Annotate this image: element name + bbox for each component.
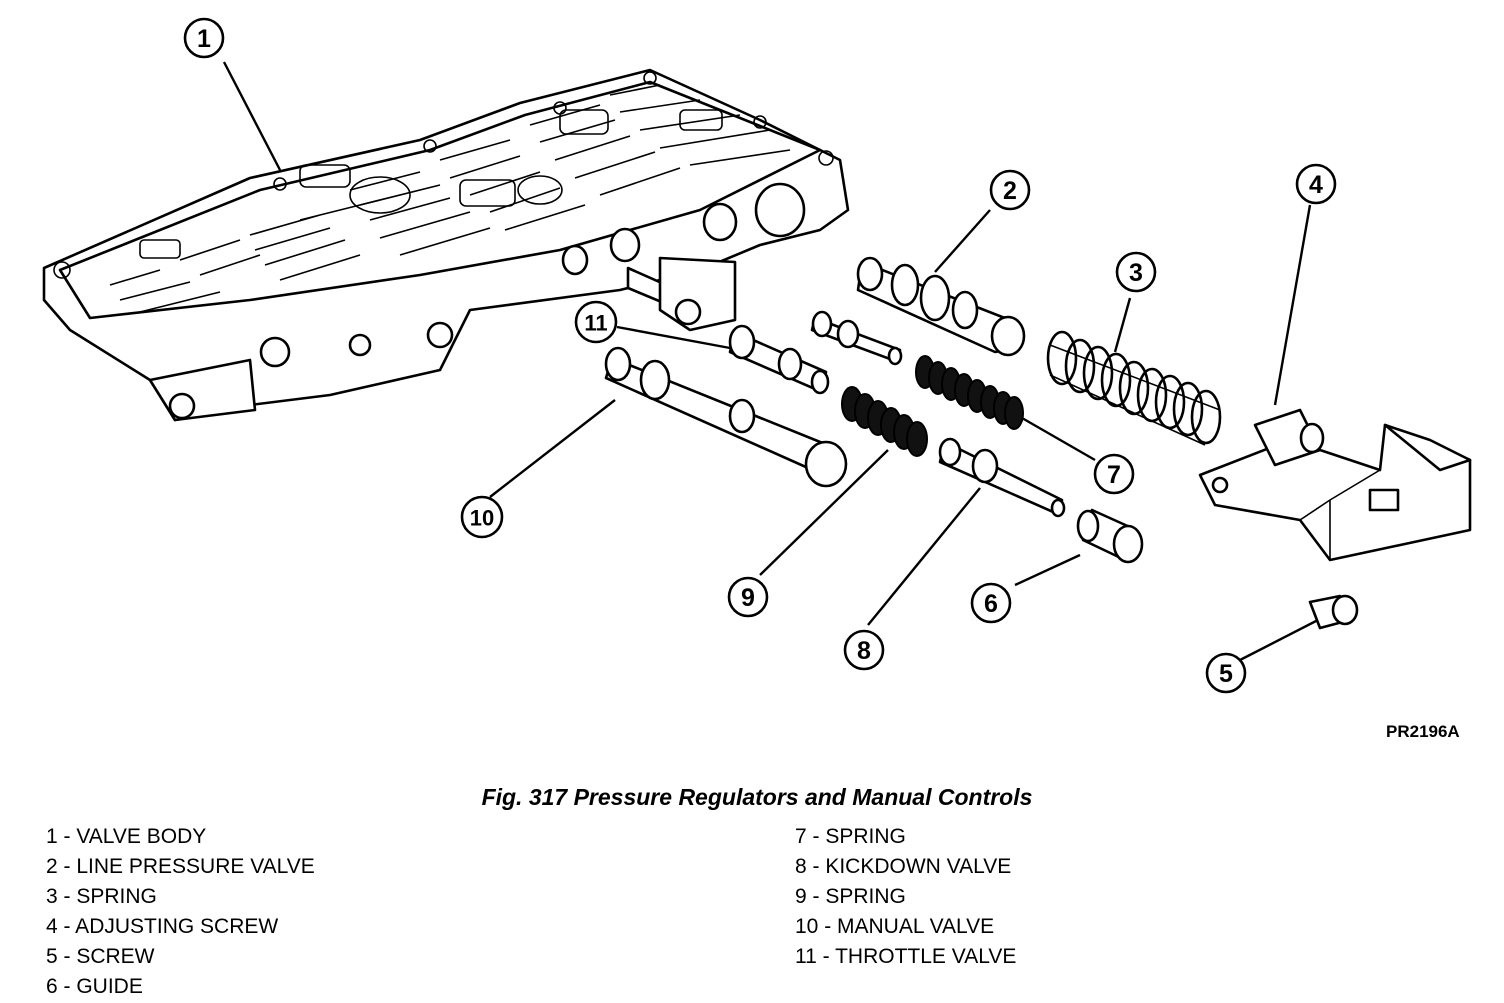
callout-3: 3 (1115, 251, 1157, 293)
callout-10: 10 (460, 495, 504, 539)
svg-text:3: 3 (1129, 259, 1143, 287)
large-spring-illustration (1046, 330, 1222, 446)
line-pressure-valve-illustration (856, 256, 1026, 357)
manual-valve-illustration (604, 346, 848, 488)
figure-id-label: PR2196A (1386, 722, 1460, 741)
leader-9 (759, 449, 889, 576)
leader-2 (934, 209, 991, 273)
figure-caption: Fig. 317 Pressure Regulators and Manual … (481, 784, 1033, 810)
legend-left-column: 1 - VALVE BODY 2 - LINE PRESSURE VALVE 3… (46, 822, 315, 1002)
valve-body-illustration (42, 68, 850, 422)
legend-item: 10 - MANUAL VALVE (795, 915, 995, 938)
leader-lines (222, 61, 1319, 662)
svg-text:4: 4 (1309, 171, 1323, 199)
legend-right-column: 7 - SPRING 8 - KICKDOWN VALVE 9 - SPRING… (795, 822, 1016, 972)
legend-item: 11 - THROTTLE VALVE (795, 945, 1017, 968)
svg-text:2: 2 (1003, 177, 1017, 205)
svg-text:6: 6 (984, 590, 998, 618)
callout-4: 4 (1295, 163, 1337, 205)
screw-illustration (1308, 594, 1359, 630)
leader-5 (1239, 618, 1319, 662)
callout-8: 8 (843, 629, 885, 671)
svg-text:11: 11 (584, 311, 607, 336)
leader-8 (867, 487, 981, 626)
callout-6: 6 (970, 582, 1012, 624)
dark-spring-illustration (841, 386, 928, 457)
leader-3 (1113, 297, 1132, 353)
leader-10 (489, 399, 616, 498)
throttle-valve-illustration (728, 310, 903, 395)
svg-text:8: 8 (857, 637, 871, 665)
callout-1: 1 (183, 17, 225, 59)
svg-text:9: 9 (741, 584, 755, 612)
legend-item: 1 - VALVE BODY (46, 825, 207, 848)
svg-text:7: 7 (1107, 461, 1121, 489)
leader-6 (1014, 553, 1081, 587)
legend-item: 8 - KICKDOWN VALVE (795, 855, 1012, 878)
leader-7 (1021, 416, 1096, 462)
legend-item: 6 - GUIDE (46, 975, 143, 998)
small-spring-illustration (915, 355, 1024, 430)
svg-text:1: 1 (197, 25, 211, 53)
leader-11 (616, 325, 731, 350)
guide-illustration (1076, 508, 1144, 564)
leader-4 (1273, 204, 1312, 406)
callout-5: 5 (1205, 652, 1247, 694)
legend-item: 5 - SCREW (46, 945, 155, 968)
legend-item: 2 - LINE PRESSURE VALVE (46, 855, 315, 878)
legend-item: 9 - SPRING (795, 885, 906, 908)
svg-text:10: 10 (470, 506, 494, 531)
leader-1 (222, 61, 282, 171)
callout-11: 11 (574, 300, 618, 344)
callout-7: 7 (1093, 453, 1135, 495)
callout-2: 2 (989, 169, 1031, 211)
legend-item: 4 - ADJUSTING SCREW (46, 915, 279, 938)
legend-item: 3 - SPRING (46, 885, 157, 908)
legend-item: 7 - SPRING (795, 825, 906, 848)
kickdown-valve-illustration (938, 437, 1066, 518)
callout-9: 9 (727, 576, 769, 618)
adjusting-screw-bracket-illustration (1198, 408, 1472, 562)
svg-text:5: 5 (1219, 660, 1233, 688)
